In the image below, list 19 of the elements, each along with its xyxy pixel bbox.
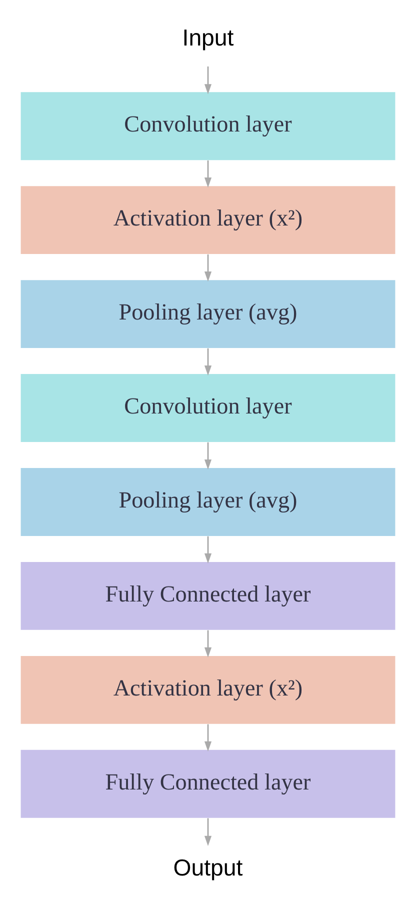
arrow bbox=[204, 66, 212, 94]
arrow bbox=[204, 630, 212, 658]
arrow bbox=[204, 724, 212, 752]
arrow bbox=[204, 254, 212, 282]
node-box: Pooling layer (avg) bbox=[20, 280, 396, 348]
node-box: Activation layer (x²) bbox=[20, 656, 396, 724]
arrow bbox=[204, 536, 212, 564]
arrow bbox=[204, 818, 212, 846]
arrow bbox=[204, 160, 212, 188]
node-box: Fully Connected layer bbox=[20, 562, 396, 630]
node-text: Input bbox=[182, 24, 234, 51]
node-box: Convolution layer bbox=[20, 374, 396, 442]
arrow bbox=[204, 442, 212, 470]
node-text: Output bbox=[173, 854, 243, 880]
node-box: Activation layer (x²) bbox=[20, 186, 396, 254]
node-box: Pooling layer (avg) bbox=[20, 468, 396, 536]
node-box: Convolution layer bbox=[20, 92, 396, 160]
node-box: Fully Connected layer bbox=[20, 750, 396, 818]
arrow bbox=[204, 348, 212, 376]
